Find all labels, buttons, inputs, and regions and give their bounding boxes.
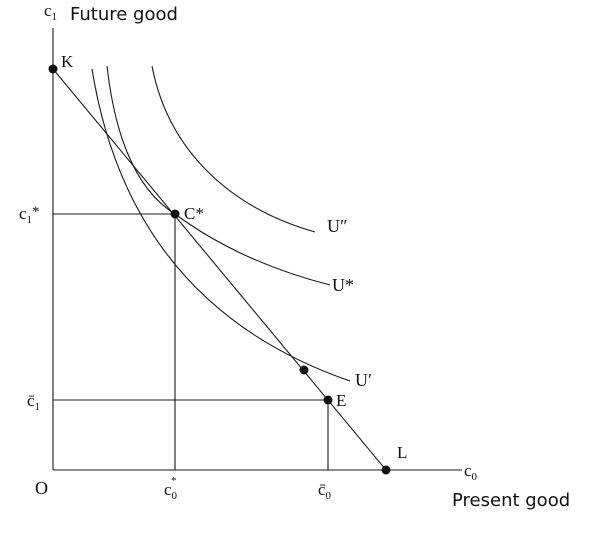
y-axis-title: Future good: [70, 4, 178, 25]
point-c-star: [170, 209, 180, 219]
indifference-curve-u-prime: [91, 68, 351, 382]
point-l: [381, 465, 391, 475]
label-l: L: [397, 443, 407, 462]
label-c-star: C*: [184, 204, 204, 223]
tick-c1-bar: c̄1: [27, 391, 40, 413]
point-intersection: [299, 365, 309, 375]
y-axis-symbol: c1: [44, 1, 57, 23]
tick-c1-star: c1*: [19, 204, 40, 226]
label-u-star: U*: [332, 275, 354, 295]
point-e: [323, 395, 333, 405]
label-u-prime: U′: [355, 370, 372, 390]
label-u-double-prime: U″: [327, 216, 348, 236]
label-e: E: [336, 391, 346, 410]
x-axis-title: Present good: [452, 490, 570, 511]
x-axis-symbol: c0: [464, 461, 478, 483]
tick-c0-star: c0*: [164, 475, 178, 502]
label-k: K: [61, 52, 74, 71]
origin-label: O: [35, 478, 48, 498]
indifference-curve-u-star: [106, 65, 331, 286]
indifference-curve-u-double-prime: [151, 65, 316, 233]
point-k: [48, 64, 58, 74]
tick-c0-bar: c̄0: [318, 480, 332, 502]
